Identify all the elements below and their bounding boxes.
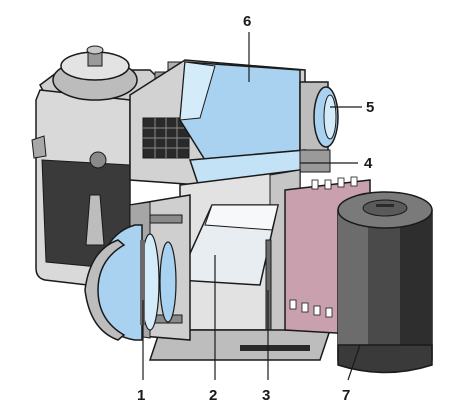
strap-lug xyxy=(31,135,47,159)
callout-6: 6 xyxy=(243,13,251,30)
leader-line-7 xyxy=(347,344,361,381)
callout-5: 5 xyxy=(366,99,374,116)
callout-3: 3 xyxy=(262,387,270,404)
callout-2: 2 xyxy=(209,387,217,404)
eyepiece-icon xyxy=(299,81,339,153)
self-timer-knob xyxy=(89,151,107,169)
pentaprism-icon xyxy=(179,61,301,161)
callout-1: 1 xyxy=(137,387,145,404)
film-cassette-icon xyxy=(337,191,433,374)
callout-7: 7 xyxy=(342,387,350,404)
rewind-knob-cap xyxy=(86,45,104,55)
camera-body xyxy=(31,45,185,291)
base-plate xyxy=(148,329,332,361)
callout-4: 4 xyxy=(364,155,373,172)
mirror-icon xyxy=(176,204,279,286)
self-timer-lever xyxy=(85,194,105,246)
leader-lines xyxy=(142,32,362,381)
lens-group-icon xyxy=(84,224,177,341)
